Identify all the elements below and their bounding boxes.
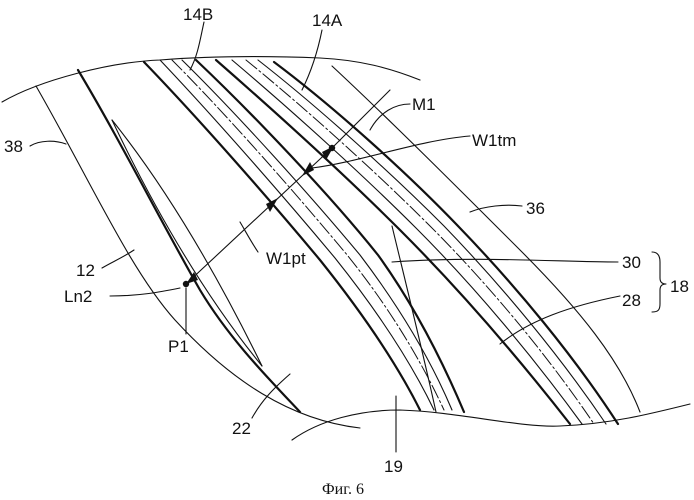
point-p1	[183, 281, 189, 287]
leader-38	[30, 141, 66, 146]
leader-12	[102, 250, 134, 268]
figure-caption: Фиг. 6	[322, 481, 364, 498]
groove-14A-inner1	[232, 60, 582, 424]
label-P1: P1	[168, 337, 189, 356]
label-36: 36	[526, 199, 545, 218]
groove-14A-center	[246, 60, 594, 424]
label-W1tm: W1tm	[472, 131, 516, 150]
label-30: 30	[622, 253, 641, 272]
groove-14B-outer	[144, 62, 420, 410]
arrow-head-mid1	[266, 198, 278, 212]
top-boundary-curve	[2, 57, 420, 102]
leader-30	[392, 259, 618, 262]
label-38: 38	[4, 137, 23, 156]
label-19: 19	[384, 457, 403, 476]
region-30-wedge	[392, 226, 436, 412]
groove-14A-outer	[216, 60, 570, 424]
label-14A: 14A	[312, 11, 343, 30]
region-22-right	[112, 120, 262, 366]
point-m1	[329, 145, 335, 151]
label-28: 28	[622, 291, 641, 310]
label-W1pt: W1pt	[266, 249, 306, 268]
groove-14B-inner1	[160, 60, 434, 410]
label-14B: 14B	[183, 5, 213, 24]
line-12-profile	[78, 70, 300, 412]
leader-w1tm	[312, 136, 470, 168]
label-22: 22	[232, 419, 251, 438]
label-M1: M1	[412, 95, 436, 114]
label-18: 18	[670, 277, 689, 296]
label-12: 12	[76, 261, 95, 280]
leader-14A	[302, 30, 322, 90]
bottom-boundary-curve	[292, 404, 690, 440]
leader-w1pt	[240, 222, 258, 252]
leader-ln2	[110, 288, 180, 296]
region-22-left	[112, 120, 262, 366]
leader-28	[500, 296, 620, 344]
line-38	[36, 86, 360, 428]
label-Ln2: Ln2	[64, 287, 92, 306]
leader-14B	[190, 22, 204, 70]
brace-18	[652, 252, 666, 312]
